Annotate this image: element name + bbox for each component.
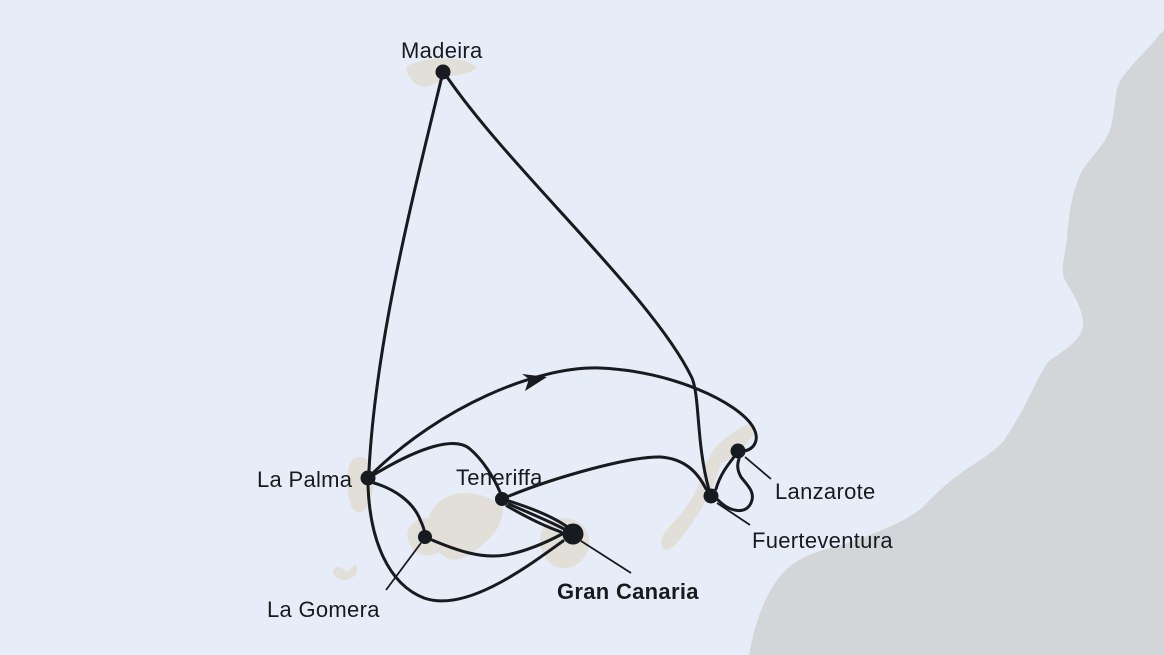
port-dot-la-palma [360,470,376,486]
port-dot-teneriffa [495,492,509,506]
port-dot-fuerteventura [703,488,719,504]
route-teneriffa-to-fuerteventura [507,455,708,498]
port-dot-madeira [435,64,451,80]
port-dot-la-gomera [418,530,432,544]
port-dot-lanzarote [730,443,746,459]
route-direction-arrow-icon [522,374,547,391]
route-teneriffa-to-gran-canaria [507,499,568,528]
route-la-palma-to-gran-canaria [366,484,565,603]
route-la-palma-to-lanzarote [372,366,758,474]
route-lanzarote-to-fuerteventura [714,455,736,491]
fuerteventura-island [661,445,724,550]
teneriffa-island [427,492,503,560]
route-la-gomera-to-gran-canaria [430,531,566,558]
port-label-fuerteventura: Fuerteventura [752,528,893,553]
route-madeira-to-fuerteventura [443,72,711,492]
route-madeira-to-la-palma [367,70,445,472]
leader-line-la-gomera [385,542,422,591]
route-teneriffa-to-gran-canaria [505,504,563,534]
route-fuerteventura-to-lanzarote [716,457,754,512]
leader-line-fuerteventura [716,502,751,526]
port-label-la-gomera: La Gomera [267,597,380,622]
port-label-teneriffa: Teneriffa [456,465,543,490]
port-label-madeira: Madeira [401,38,483,63]
route-gran-canaria-to-teneriffa [507,502,566,531]
port-label-gran-canaria: Gran Canaria [557,579,699,604]
african-coast [749,30,1164,655]
route-la-palma-to-teneriffa [373,442,502,494]
port-label-la-palma: La Palma [257,467,353,492]
lanzarote-island [711,423,756,465]
route-la-palma-to-la-gomera [372,481,426,532]
port-dot-gran-canaria [562,523,584,545]
leader-line-lanzarote [744,456,772,480]
leader-line-gran-canaria [580,540,632,574]
el-hierro-island [332,564,358,581]
port-label-lanzarote: Lanzarote [775,479,876,504]
